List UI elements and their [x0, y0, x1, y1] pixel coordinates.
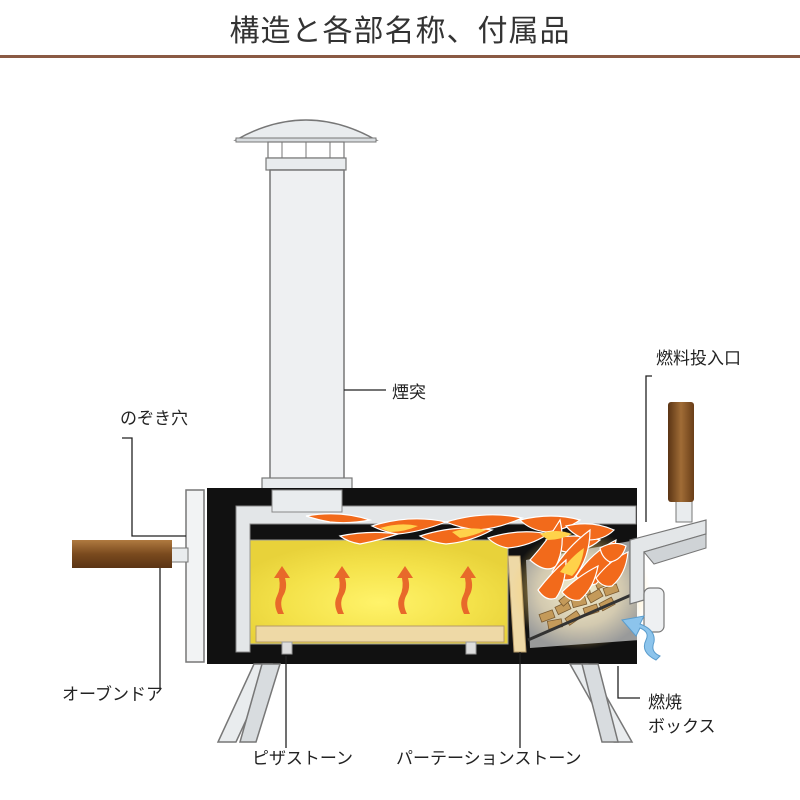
label-oven-door: オーブンドア [62, 685, 163, 705]
label-pizza-stone: ピザストーン [252, 749, 353, 769]
heat-arrow [274, 566, 290, 614]
firebox-housing [629, 519, 707, 633]
label-chimney: 煙突 [392, 383, 426, 403]
fuel-wood-stick [668, 402, 694, 502]
heat-arrow [460, 566, 476, 614]
stone-foot-right [465, 641, 477, 655]
oven-door-shape [185, 489, 205, 663]
stone-foot-left [281, 641, 293, 655]
heat-arrows [274, 566, 476, 614]
chimney-cap [233, 119, 379, 171]
flame-cores [380, 524, 584, 576]
leader-lines [122, 375, 652, 748]
chimney-pipe [269, 169, 345, 481]
legs [216, 663, 634, 743]
title-rule [0, 55, 800, 58]
label-fuel-inlet: 燃料投入口 [656, 349, 741, 369]
flames [305, 513, 629, 601]
pizza-stone-shape [255, 625, 505, 643]
inner-liner [235, 505, 637, 653]
heat-arrow [397, 566, 413, 614]
page-title: 構造と各部名称、付属品 [229, 14, 571, 49]
label-firebox-line2: ボックス [648, 717, 716, 737]
chimney-throat [271, 489, 343, 513]
door-handle-wood [72, 540, 172, 568]
airflow-arrow-icon [621, 615, 661, 661]
label-firebox-line1: 燃焼 [648, 693, 682, 713]
heat-arrow [334, 566, 350, 614]
label-peephole: のぞき穴 [120, 409, 188, 429]
fuel-inlet-pipe [675, 499, 693, 523]
label-partition-stone: パーテーションストーン [396, 749, 582, 769]
